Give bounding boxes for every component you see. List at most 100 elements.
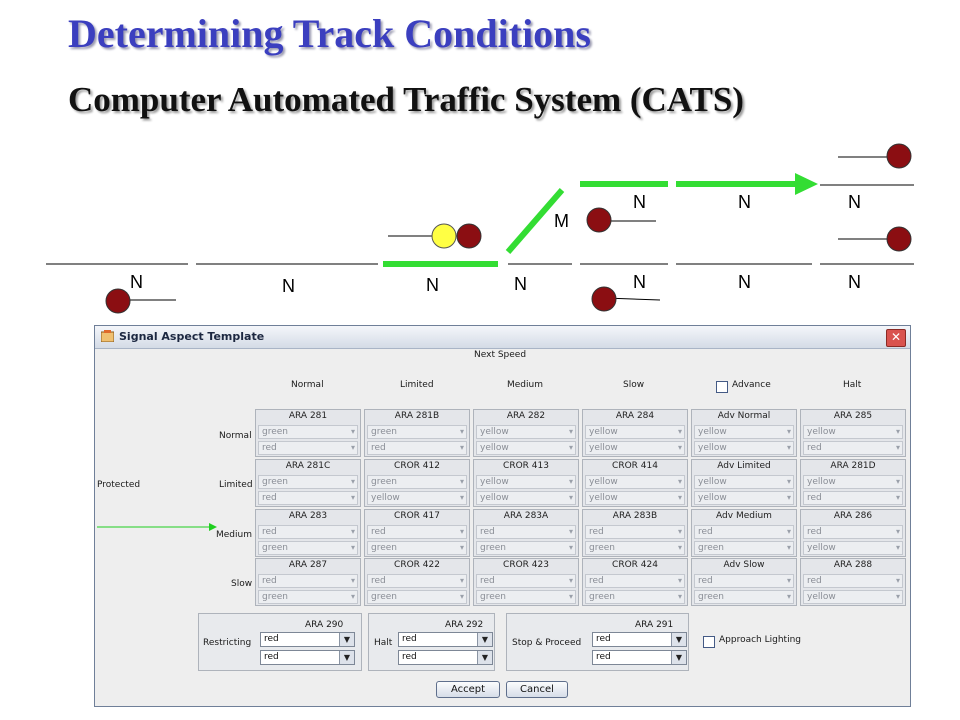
red-signal-icon bbox=[591, 286, 617, 312]
aspect-bottom-select[interactable]: red▾ bbox=[803, 441, 903, 455]
aspect-top-select[interactable]: yellow▾ bbox=[803, 425, 903, 439]
restricting-top-select[interactable]: red▼ bbox=[260, 632, 355, 647]
aspect-top-select[interactable]: yellow▾ bbox=[585, 475, 685, 489]
aspect-bottom-select[interactable]: green▾ bbox=[585, 541, 685, 555]
aspect-top-select[interactable]: yellow▾ bbox=[694, 475, 794, 489]
aspect-name: ARA 285 bbox=[833, 411, 873, 421]
aspect-bottom-select[interactable]: green▾ bbox=[258, 541, 358, 555]
aspect-bottom-select[interactable]: yellow▾ bbox=[694, 491, 794, 505]
track-label: N bbox=[282, 276, 295, 296]
advance-label[interactable]: Advance bbox=[732, 380, 771, 390]
chevron-down-icon: ▾ bbox=[677, 443, 682, 452]
stop-proceed-top-select[interactable]: red▼ bbox=[592, 632, 687, 647]
aspect-bottom-select[interactable]: red▾ bbox=[803, 491, 903, 505]
chevron-down-icon: ▼ bbox=[339, 651, 354, 664]
approach-lighting-label[interactable]: Approach Lighting bbox=[719, 635, 801, 645]
aspect-bottom-select[interactable]: green▾ bbox=[367, 590, 467, 604]
aspect-top-select[interactable]: red▾ bbox=[367, 525, 467, 539]
stop-proceed-bottom-select[interactable]: red▼ bbox=[592, 650, 687, 665]
aspect-bottom-select[interactable]: green▾ bbox=[476, 590, 576, 604]
row-label-medium: Medium bbox=[216, 530, 252, 540]
aspect-name: ARA 281B bbox=[394, 411, 440, 421]
aspect-top-select[interactable]: yellow▾ bbox=[694, 425, 794, 439]
aspect-bottom-select[interactable]: green▾ bbox=[476, 541, 576, 555]
aspect-top-select[interactable]: red▾ bbox=[803, 525, 903, 539]
aspect-bottom-select[interactable]: green▾ bbox=[258, 590, 358, 604]
aspect-name: CROR 414 bbox=[612, 461, 658, 471]
chevron-down-icon: ▾ bbox=[350, 527, 355, 536]
aspect-bottom-select[interactable]: red▾ bbox=[258, 441, 358, 455]
chevron-down-icon: ▾ bbox=[786, 443, 791, 452]
aspect-top-select[interactable]: red▾ bbox=[367, 574, 467, 588]
aspect-top-select[interactable]: green▾ bbox=[367, 475, 467, 489]
halt-top-select[interactable]: red▼ bbox=[398, 632, 493, 647]
approach-lighting-checkbox[interactable] bbox=[703, 636, 715, 648]
aspect-bottom-select[interactable]: yellow▾ bbox=[367, 491, 467, 505]
restricting-bottom-select[interactable]: red▼ bbox=[260, 650, 355, 665]
aspect-top-select[interactable]: green▾ bbox=[367, 425, 467, 439]
aspect-top-select[interactable]: green▾ bbox=[258, 475, 358, 489]
aspect-bottom-select[interactable]: green▾ bbox=[367, 541, 467, 555]
route-arrow-icon bbox=[795, 173, 818, 195]
aspect-top-select[interactable]: red▾ bbox=[694, 525, 794, 539]
track-label: N bbox=[738, 272, 751, 292]
chevron-down-icon: ▾ bbox=[786, 543, 791, 552]
chevron-down-icon: ▾ bbox=[568, 592, 573, 601]
aspect-top-select[interactable]: red▾ bbox=[585, 574, 685, 588]
chevron-down-icon: ▾ bbox=[786, 576, 791, 585]
aspect-bottom-select[interactable]: yellow▾ bbox=[585, 441, 685, 455]
aspect-top-select[interactable]: red▾ bbox=[258, 574, 358, 588]
aspect-top-select[interactable]: yellow▾ bbox=[476, 425, 576, 439]
chevron-down-icon: ▾ bbox=[459, 576, 464, 585]
track-label: N bbox=[426, 275, 439, 295]
aspect-top-select[interactable]: yellow▾ bbox=[476, 475, 576, 489]
advance-checkbox[interactable] bbox=[716, 381, 728, 393]
aspect-top-select[interactable]: red▾ bbox=[258, 525, 358, 539]
aspect-bottom-select[interactable]: green▾ bbox=[585, 590, 685, 604]
chevron-down-icon: ▾ bbox=[350, 443, 355, 452]
track-label: N bbox=[848, 192, 861, 212]
aspect-top-select[interactable]: green▾ bbox=[258, 425, 358, 439]
aspect-top-select[interactable]: red▾ bbox=[803, 574, 903, 588]
aspect-top-select[interactable]: red▾ bbox=[476, 525, 576, 539]
aspect-bottom-select[interactable]: yellow▾ bbox=[585, 491, 685, 505]
dialog-titlebar[interactable]: Signal Aspect Template ✕ bbox=[95, 326, 910, 349]
red-signal-icon bbox=[586, 207, 612, 233]
restricting-label: Restricting bbox=[203, 638, 252, 648]
aspect-top-select[interactable]: red▾ bbox=[585, 525, 685, 539]
aspect-name: ARA 287 bbox=[288, 560, 328, 570]
close-button[interactable]: ✕ bbox=[886, 329, 906, 347]
aspect-bottom-select[interactable]: red▾ bbox=[258, 491, 358, 505]
track-label: N bbox=[848, 272, 861, 292]
aspect-bottom-select[interactable]: green▾ bbox=[694, 590, 794, 604]
aspect-top-select[interactable]: yellow▾ bbox=[585, 425, 685, 439]
aspect-bottom-select[interactable]: yellow▾ bbox=[803, 590, 903, 604]
aspect-bottom-select[interactable]: red▾ bbox=[367, 441, 467, 455]
chevron-down-icon: ▾ bbox=[677, 543, 682, 552]
aspect-bottom-select[interactable]: yellow▾ bbox=[476, 441, 576, 455]
halt-bottom-select[interactable]: red▼ bbox=[398, 650, 493, 665]
chevron-down-icon: ▾ bbox=[459, 493, 464, 502]
red-signal-icon bbox=[886, 143, 912, 169]
aspect-cell: Adv Normal yellow▾ yellow▾ bbox=[691, 409, 797, 457]
aspect-name: Adv Normal bbox=[717, 411, 771, 421]
aspect-top-select[interactable]: red▾ bbox=[476, 574, 576, 588]
aspect-top-select[interactable]: red▾ bbox=[694, 574, 794, 588]
aspect-bottom-select[interactable]: yellow▾ bbox=[803, 541, 903, 555]
chevron-down-icon: ▾ bbox=[895, 477, 900, 486]
aspect-top-select[interactable]: yellow▾ bbox=[803, 475, 903, 489]
chevron-down-icon: ▾ bbox=[459, 427, 464, 436]
row-label-slow: Slow bbox=[231, 579, 253, 589]
aspect-name: ARA 283B bbox=[612, 511, 658, 521]
cancel-button[interactable]: Cancel bbox=[506, 681, 568, 698]
aspect-bottom-select[interactable]: green▾ bbox=[694, 541, 794, 555]
aspect-bottom-select[interactable]: yellow▾ bbox=[694, 441, 794, 455]
red-signal-icon bbox=[456, 223, 482, 249]
aspect-name: CROR 423 bbox=[503, 560, 549, 570]
aspect-bottom-select[interactable]: yellow▾ bbox=[476, 491, 576, 505]
chevron-down-icon: ▾ bbox=[568, 493, 573, 502]
accept-button[interactable]: Accept bbox=[436, 681, 500, 698]
